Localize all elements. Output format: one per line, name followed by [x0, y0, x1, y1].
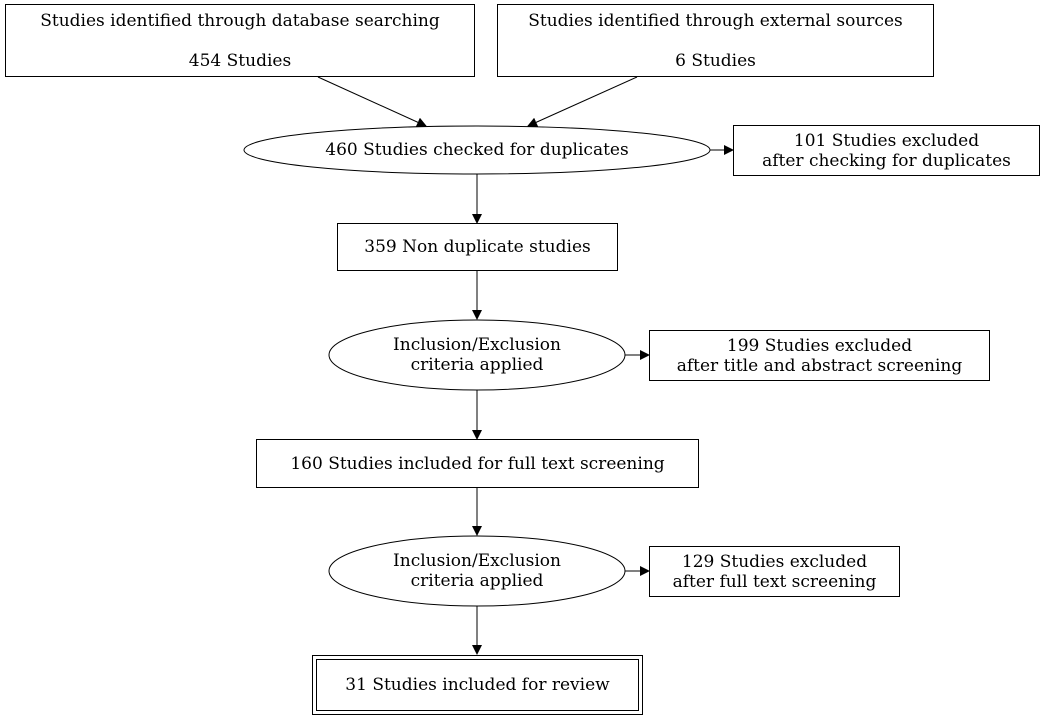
full-text-box: 160 Studies included for full text scree…: [256, 439, 699, 488]
external-sources-label: Studies identified through external sour…: [528, 10, 903, 31]
duplicates-excluded-line1: 101 Studies excluded: [793, 130, 980, 151]
full-text-excluded-line2: after full text screening: [672, 571, 877, 592]
arrow-external-to-duplicates: [527, 76, 638, 127]
criteria-2-line2: criteria applied: [410, 571, 544, 591]
database-search-box: Studies identified through database sear…: [5, 4, 475, 77]
criteria-1-line2: criteria applied: [410, 355, 544, 375]
criteria-1-node: Inclusion/Exclusion criteria applied: [329, 320, 625, 390]
included-review-label: 31 Studies included for review: [345, 675, 610, 695]
screening-excluded-line2: after title and abstract screening: [676, 355, 963, 376]
full-text-label: 160 Studies included for full text scree…: [290, 453, 665, 474]
duplicates-excluded-line2: after checking for duplicates: [762, 150, 1011, 171]
duplicates-check-label: 460 Studies checked for duplicates: [325, 140, 629, 160]
database-search-label: Studies identified through database sear…: [40, 10, 440, 31]
duplicates-excluded-box: 101 Studies excluded after checking for …: [733, 125, 1040, 176]
screening-excluded-line1: 199 Studies excluded: [726, 335, 913, 356]
included-review-box: 31 Studies included for review: [312, 655, 643, 715]
included-review-inner: 31 Studies included for review: [316, 659, 639, 711]
full-text-excluded-box: 129 Studies excluded after full text scr…: [649, 546, 900, 597]
arrow-database-to-duplicates: [317, 76, 427, 127]
external-sources-count: 6 Studies: [675, 50, 756, 71]
non-duplicate-box: 359 Non duplicate studies: [337, 223, 618, 271]
full-text-excluded-line1: 129 Studies excluded: [681, 551, 868, 572]
criteria-2-node: Inclusion/Exclusion criteria applied: [329, 536, 625, 606]
external-sources-box: Studies identified through external sour…: [497, 4, 934, 77]
criteria-2-line1: Inclusion/Exclusion: [393, 551, 561, 571]
screening-excluded-box: 199 Studies excluded after title and abs…: [649, 330, 990, 381]
non-duplicate-label: 359 Non duplicate studies: [364, 237, 591, 257]
criteria-1-line1: Inclusion/Exclusion: [393, 335, 561, 355]
database-search-count: 454 Studies: [188, 50, 292, 71]
duplicates-check-node: 460 Studies checked for duplicates: [244, 126, 710, 174]
